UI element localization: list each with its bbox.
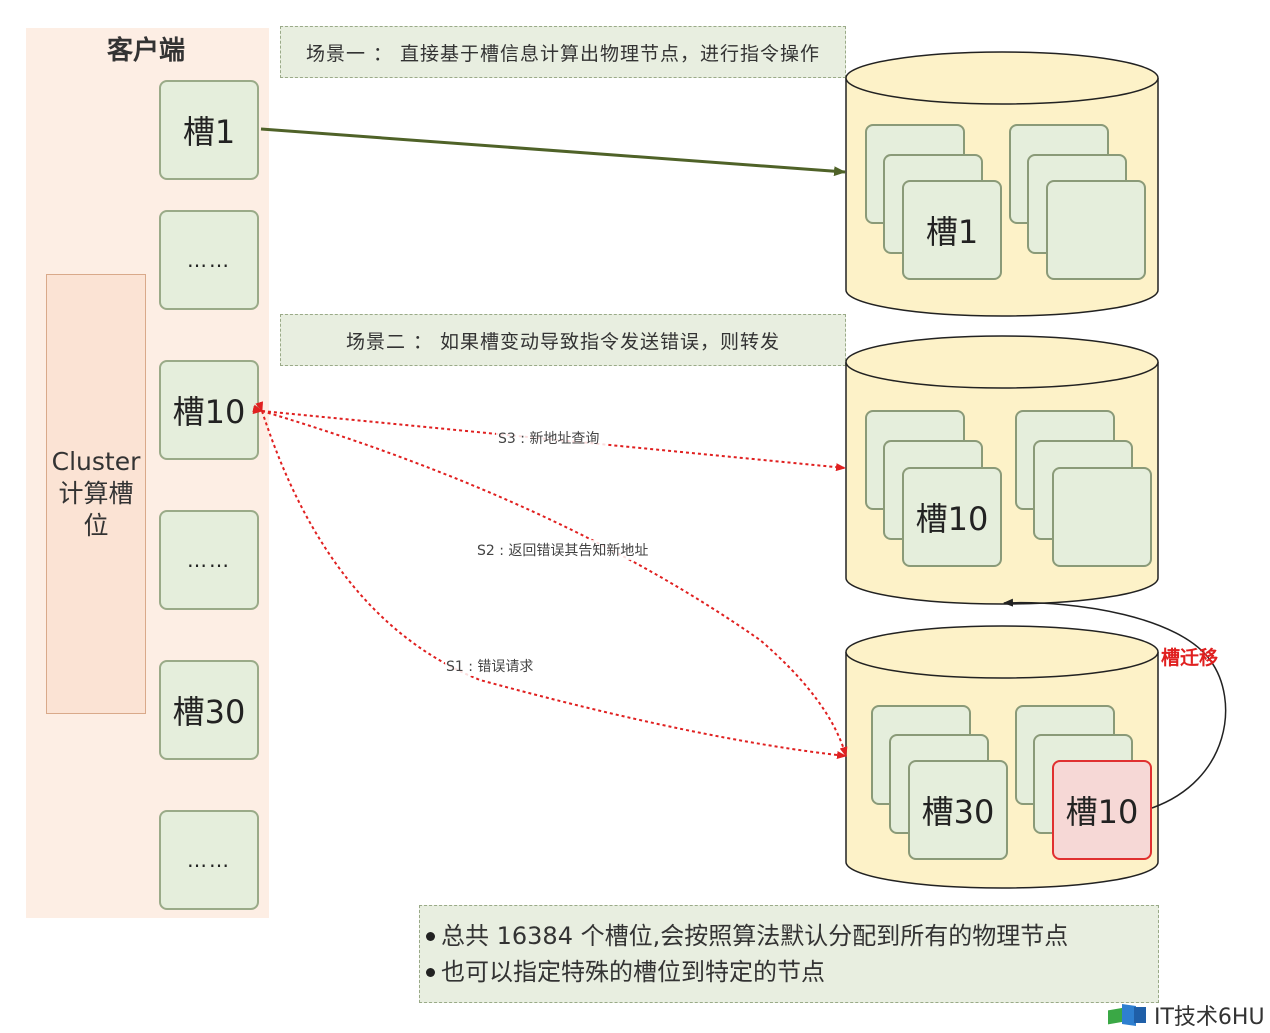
cluster-label-line-2: 计算槽 xyxy=(58,479,134,508)
node2-slot-front-left: 槽10 xyxy=(902,467,1002,567)
bullet-icon xyxy=(426,967,435,977)
info-bullet-1-text: 总共 16384 个槽位,会按照算法默认分配到所有的物理节点 xyxy=(441,922,1069,950)
info-bullet-2: 也可以指定特殊的槽位到特定的节点 xyxy=(426,954,1158,990)
s1-label: S1 : 错误请求 xyxy=(446,659,533,675)
s1-edge xyxy=(255,401,847,759)
client-slot-1: 槽1 xyxy=(159,80,259,180)
client-slot-ellipsis-1: …… xyxy=(159,210,259,310)
info-bullet-1: 总共 16384 个槽位,会按照算法默认分配到所有的物理节点 xyxy=(426,918,1158,954)
info-bullet-2-text: 也可以指定特殊的槽位到特定的节点 xyxy=(441,958,825,986)
client-slot-10: 槽10 xyxy=(159,360,259,460)
info-box: 总共 16384 个槽位,会按照算法默认分配到所有的物理节点 也可以指定特殊的槽… xyxy=(419,905,1159,1003)
s2-edge xyxy=(252,404,848,757)
cluster-slot-calculator: Cluster 计算槽 位 xyxy=(46,274,146,714)
slot-migration-arrow xyxy=(1003,598,1227,809)
client-slot-30: 槽30 xyxy=(159,660,259,760)
watermark-text: IT技术6HU xyxy=(1154,1005,1265,1030)
watermark: IT技术6HU xyxy=(1108,1000,1265,1030)
cluster-label-line-3: 位 xyxy=(83,511,109,540)
cluster-label-line-1: Cluster xyxy=(51,447,141,476)
slot-migration-label: 槽迁移 xyxy=(1161,646,1218,669)
scenario-one-banner: 场景一 ： 直接基于槽信息计算出物理节点，进行指令操作 xyxy=(280,26,846,78)
node3-slot-front-left: 槽30 xyxy=(908,760,1008,860)
s2-label: S2 : 返回错误其告知新地址 xyxy=(477,542,648,559)
node3-migrating-slot: 槽10 xyxy=(1052,760,1152,860)
s3-label: S3 : 新地址查询 xyxy=(498,431,599,447)
node1-slot-front-left: 槽1 xyxy=(902,180,1002,280)
client-title: 客户端 xyxy=(106,36,185,66)
direct-route-arrow xyxy=(260,127,846,177)
node2-slot-front-right xyxy=(1052,467,1152,567)
bullet-icon xyxy=(426,931,435,941)
node1-slot-front-right xyxy=(1046,180,1146,280)
scenario-two-banner: 场景二 ： 如果槽变动导致指令发送错误，则转发 xyxy=(280,314,846,366)
watermark-logo-icon xyxy=(1108,1003,1148,1027)
client-slot-ellipsis-3: …… xyxy=(159,810,259,910)
